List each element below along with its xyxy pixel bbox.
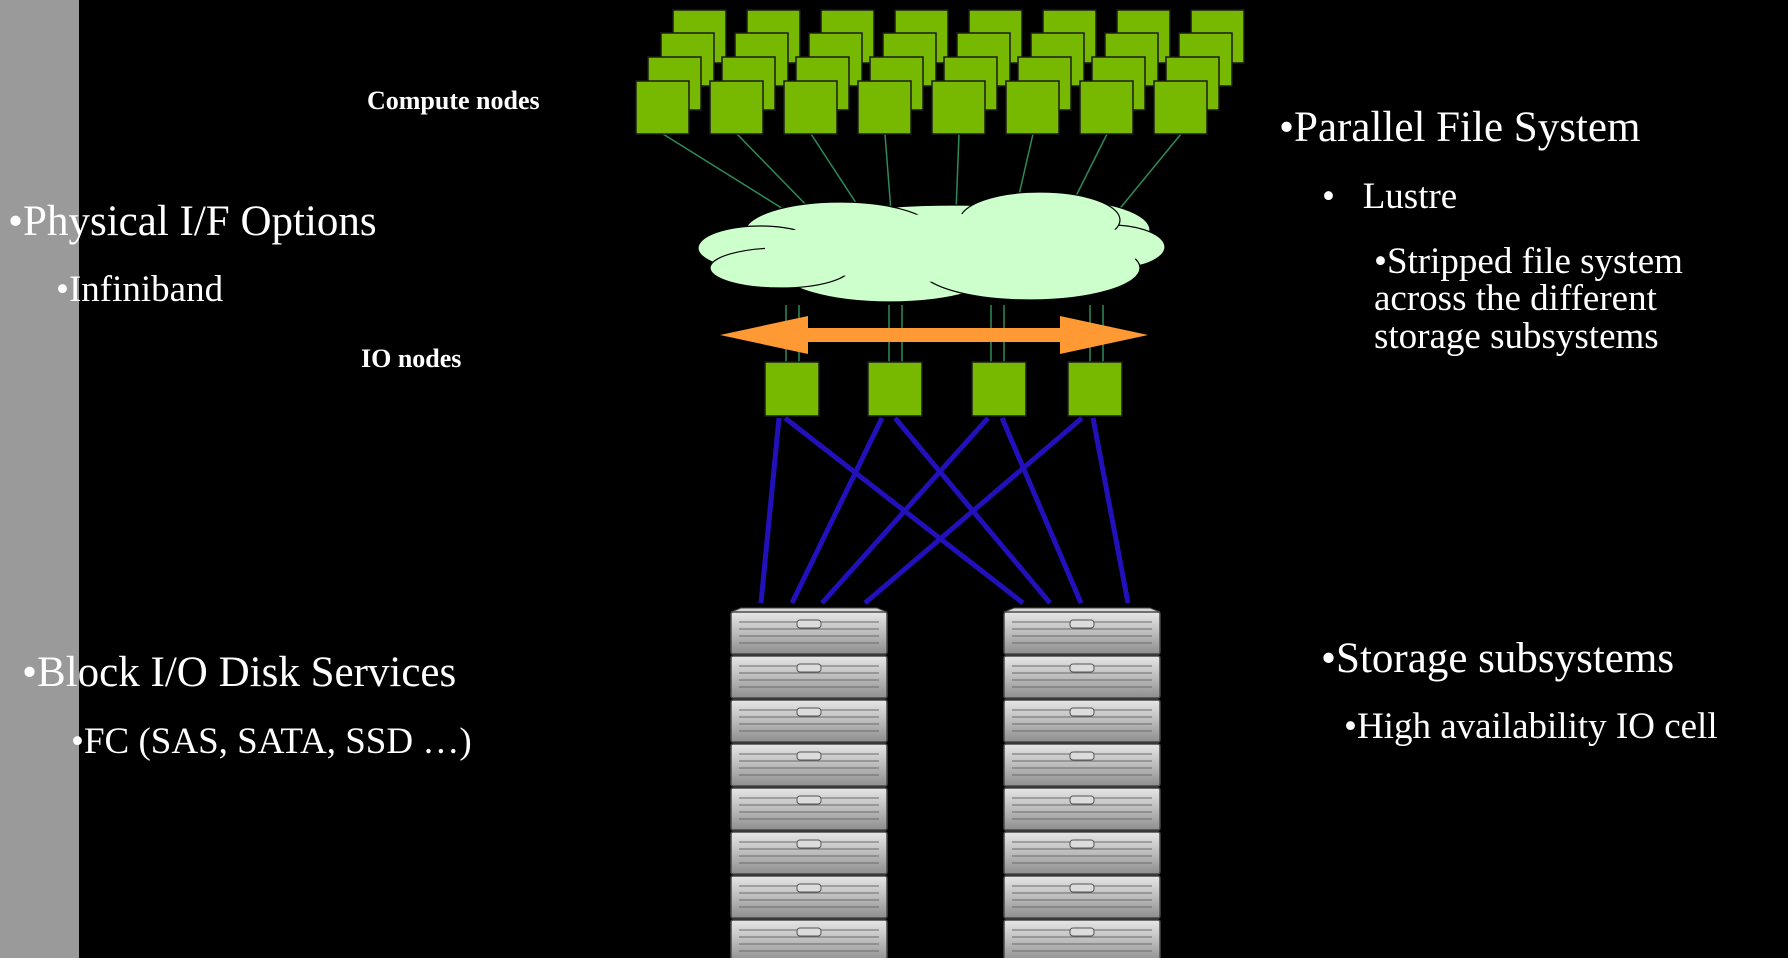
storage-enclosure-icon [1003,875,1161,919]
storage-enclosure-icon [730,699,888,743]
compute-nodes-label: Compute nodes [367,86,540,115]
storage-enclosure-icon [1003,831,1161,875]
storage-enclosure-icon [1003,919,1161,958]
io-node-icon [867,361,923,417]
compute-link [884,133,892,213]
compute-node-icon [1079,80,1134,135]
storage-link [999,417,1084,604]
storage-link [820,416,990,605]
compute-node-icon [1153,80,1208,135]
block-io-item: •FC (SAS, SATA, SSD …) [71,721,472,762]
storage-links [758,416,1131,605]
compute-link [736,133,814,213]
storage-enclosure-icon [730,875,888,919]
storage-enclosure-icon [730,655,888,699]
slide-sidebar [0,0,79,958]
storage-link [789,416,885,605]
storage-enclosure-icon [730,831,888,875]
parallel-fs-detail-2: across the different [1374,278,1657,319]
storage-subsystems-item: •High availability IO cell [1344,706,1718,747]
parallel-fs-detail-1: •Stripped file system [1374,241,1683,282]
io-nodes-label: IO nodes [361,344,462,373]
compute-node-icon [931,80,986,135]
io-nodes [764,361,1123,417]
io-node-icon [971,361,1027,417]
storage-link [758,417,782,604]
block-io-title: •Block I/O Disk Services [22,649,457,696]
io-node-icon [764,361,820,417]
storage-enclosure-icon [1003,611,1161,655]
storage-enclosure-icon [1003,655,1161,699]
storage-enclosure-icon [1003,787,1161,831]
physical-options-title: •Physical I/F Options [8,198,377,245]
storage-enclosure-icon [730,611,888,655]
physical-options-item: •Infiniband [56,269,224,310]
storage-enclosure-icon [1003,743,1161,787]
compute-links [662,133,1182,213]
storage-link [1090,417,1131,604]
compute-link [955,133,960,213]
compute-node-icon [783,80,838,135]
storage-arrays [730,607,1161,958]
compute-node-icon [709,80,764,135]
compute-link [1116,133,1182,213]
storage-enclosure-icon [730,743,888,787]
arrow-shape [720,316,1148,354]
compute-nodes [635,9,1245,135]
storage-enclosure-icon [1003,699,1161,743]
io-node-icon [1067,361,1123,417]
parallel-fs-title: •Parallel File System [1279,104,1641,151]
network-cloud-icon [697,191,1166,303]
compute-node-icon [857,80,912,135]
storage-enclosure-icon [730,787,888,831]
storage-enclosure-icon [730,919,888,958]
compute-link [662,133,789,213]
storage-link [863,416,1084,605]
compute-node-icon [635,80,690,135]
compute-node-icon [1005,80,1060,135]
bidirectional-arrow-icon [720,316,1148,354]
storage-subsystems-title: •Storage subsystems [1321,635,1675,682]
parallel-fs-detail-3: storage subsystems [1374,316,1659,357]
parallel-fs-item: • Lustre [1322,176,1458,217]
compute-link [810,133,863,213]
